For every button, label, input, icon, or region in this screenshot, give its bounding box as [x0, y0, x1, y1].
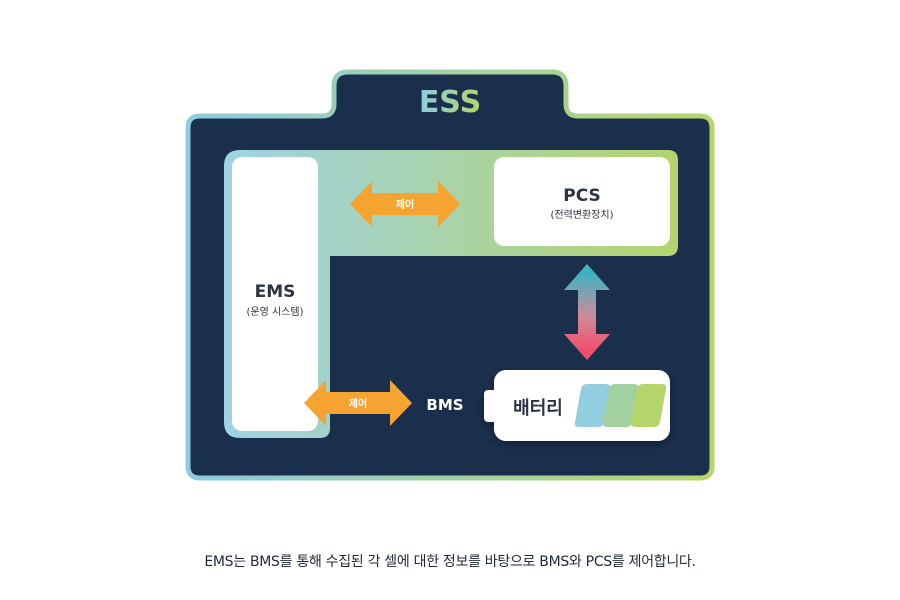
pcs-battery-arrow [564, 264, 610, 360]
control-arrow-bottom-label: 제어 [349, 397, 367, 410]
pcs-name: PCS [563, 186, 601, 206]
control-arrow-top-label: 제어 [396, 198, 414, 211]
ems-box [232, 157, 318, 431]
ems-name: EMS [255, 282, 296, 302]
control-arrow-top [350, 181, 460, 227]
pcs-box [494, 157, 670, 246]
diagram-caption: EMS는 BMS를 통해 수집된 각 셀에 대한 정보를 바탕으로 BMS와 P… [204, 554, 696, 570]
bms-label: BMS [426, 396, 463, 414]
battery-cell-icon [630, 384, 667, 427]
battery-name: 배터리 [513, 398, 563, 419]
control-arrow-bottom [304, 380, 412, 426]
pcs-sub: (전력변환장치) [550, 209, 613, 221]
battery-cell-icon [574, 384, 611, 427]
ems-sub: (운영 시스템) [247, 306, 304, 318]
ess-title: ESS [419, 85, 481, 120]
battery-cells [574, 384, 667, 427]
battery-cell-icon [602, 384, 639, 427]
